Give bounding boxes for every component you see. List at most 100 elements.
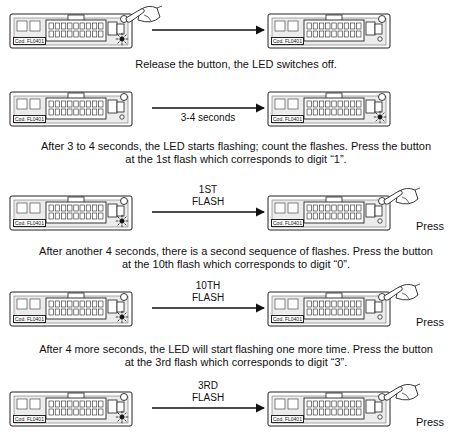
connector-pin: [344, 409, 348, 415]
connector-pin: [326, 301, 330, 307]
arrow-label: 1ST FLASH: [183, 184, 233, 208]
connector-pin: [80, 309, 84, 315]
main-connector: [46, 20, 106, 41]
connector-pin: [49, 101, 53, 107]
connector-pin: [74, 31, 78, 37]
housing-band: [14, 396, 128, 423]
led-light-ray: [125, 35, 127, 37]
connector-pin: [68, 309, 72, 315]
mounting-rib: [288, 99, 298, 109]
connector-pin: [86, 301, 90, 307]
unit-housing: [10, 92, 132, 126]
connector-pin: [350, 31, 354, 37]
mounting-rib: [30, 99, 40, 109]
led-light-ray: [118, 320, 120, 322]
connector-pin: [319, 31, 323, 37]
hand-finger: [384, 191, 402, 204]
led: [120, 37, 124, 41]
connector-pin: [326, 205, 330, 211]
connector-pin: [61, 301, 65, 307]
connector-pin: [338, 309, 342, 315]
connector-pin: [61, 401, 65, 407]
mounting-rib: [275, 99, 285, 109]
connector-pin: [350, 309, 354, 315]
connector-pin: [326, 409, 330, 415]
led-light-ray: [383, 120, 385, 122]
hand-cuff: [415, 284, 420, 286]
connector-pin: [326, 31, 330, 37]
mounting-rib: [17, 399, 27, 409]
control-unit: [10, 196, 132, 230]
instruction-caption: Release the button, the LED switches off…: [16, 58, 456, 71]
control-unit: [268, 188, 420, 230]
connector-pin: [92, 213, 96, 219]
connector-pin: [344, 109, 348, 115]
hand-knuckle: [402, 197, 409, 203]
mounting-rib: [288, 299, 298, 309]
connector-pin: [80, 31, 84, 37]
housing-band: [14, 18, 128, 45]
connector-pin: [307, 409, 311, 415]
connector-pin: [326, 401, 330, 407]
sequence-arrow: [152, 307, 264, 308]
mounting-rib: [275, 399, 285, 409]
connector-pin: [307, 301, 311, 307]
connector-pin: [99, 301, 103, 307]
connector-pin: [319, 205, 323, 211]
control-unit-box: Cod. FL0401: [264, 84, 410, 132]
led-light-ray: [376, 120, 378, 122]
mounting-rib: [17, 299, 27, 309]
connector-pin: [74, 101, 78, 107]
connector-pin: [307, 109, 311, 115]
connector-pin: [357, 213, 361, 219]
housing-band: [14, 296, 128, 323]
connector-pin: [350, 109, 354, 115]
small-connector: [108, 400, 117, 413]
push-button: [121, 294, 128, 301]
connector-pin: [92, 205, 96, 211]
control-unit: [268, 14, 390, 48]
led-light-ray: [122, 225, 123, 228]
control-unit-box: Cod. FL0401: [6, 6, 152, 54]
led: [120, 415, 124, 419]
product-code: Cod. FL0401: [13, 219, 46, 227]
small-connector: [108, 22, 117, 35]
led-light-ray: [122, 411, 123, 414]
led-light-ray: [118, 217, 120, 219]
small-connector: [375, 102, 382, 112]
connector-pin: [338, 301, 342, 307]
pressing-hand: [126, 6, 162, 22]
hand-cuff: [415, 384, 420, 386]
connector-pin: [55, 23, 59, 29]
action-label: Press: [416, 316, 456, 329]
connector-pin: [350, 401, 354, 407]
connector-pin: [99, 101, 103, 107]
connector-pin: [68, 101, 72, 107]
connector-pin: [74, 109, 78, 115]
product-code: Cod. FL0401: [13, 315, 46, 323]
led: [378, 115, 382, 119]
mounting-rib: [30, 203, 40, 213]
housing-band: [272, 96, 386, 123]
connector-pin: [99, 401, 103, 407]
connector-pin: [357, 205, 361, 211]
small-connector: [366, 400, 375, 413]
led-light-ray: [118, 224, 120, 226]
control-unit-box: Cod. FL0401: [6, 188, 152, 236]
led-light-ray: [122, 215, 123, 218]
led-light-ray: [125, 320, 127, 322]
led-light-ray: [126, 39, 129, 40]
control-unit-box: Cod. FL0401: [264, 188, 410, 236]
arrow-label: 3RD FLASH: [183, 380, 233, 404]
connector-pin: [332, 309, 336, 315]
connector-pin: [99, 109, 103, 115]
connector-pin: [68, 401, 72, 407]
connector-pin: [68, 205, 72, 211]
mounting-rib: [30, 299, 40, 309]
unit-housing: [10, 392, 132, 426]
connector-pin: [307, 205, 311, 211]
connector-pin: [92, 401, 96, 407]
connector-pin: [74, 213, 78, 219]
connector-pin: [55, 309, 59, 315]
connector-pin: [326, 101, 330, 107]
